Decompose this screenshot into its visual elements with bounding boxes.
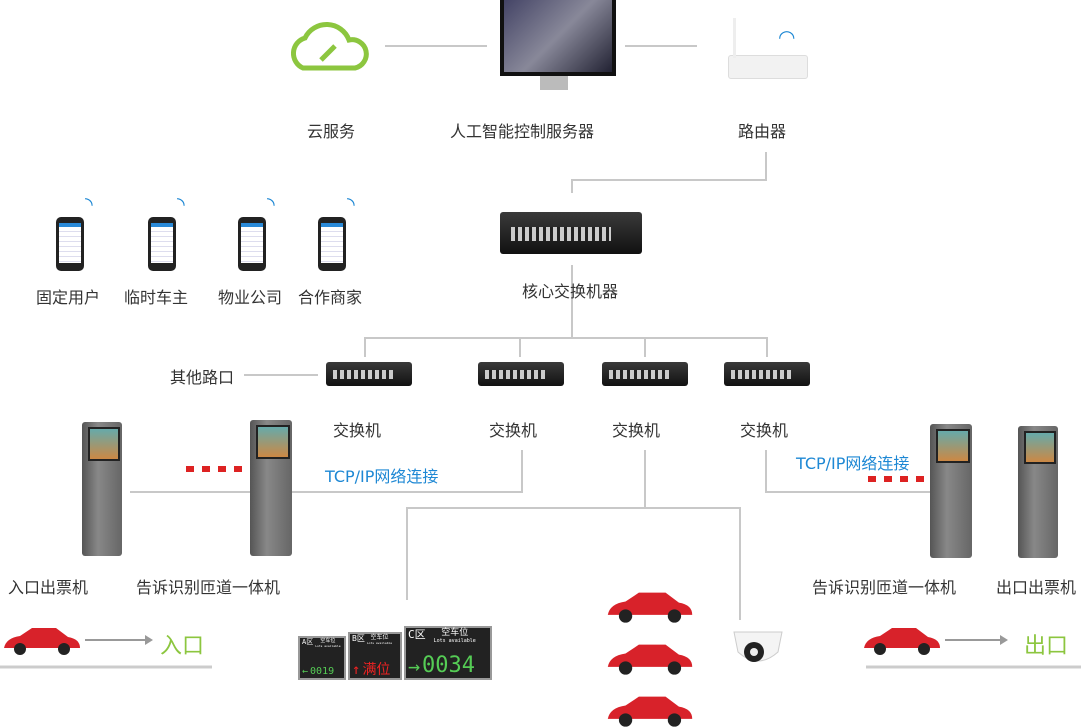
parking-sign-c: C区 空车位 Lots available → 0034 <box>404 626 492 680</box>
exit-label: 出口 <box>1024 634 1069 659</box>
phone-icon <box>56 217 84 271</box>
sign-sub: Lots available <box>366 640 393 645</box>
sign-value: 0019 <box>310 666 335 677</box>
barrier-arm <box>868 476 936 482</box>
sign-value: 0034 <box>422 653 476 678</box>
sign-value: 满位 <box>362 662 391 678</box>
switch-icon <box>724 362 810 386</box>
parking-sign-a: A区 空车位 Lots available ← 0019 <box>298 636 346 680</box>
gate-machine-left <box>250 420 292 556</box>
sign-sub: Lots available <box>433 637 476 644</box>
gate-left-label: 告诉识别匝道一体机 <box>136 578 281 597</box>
switch-label: 交换机 <box>612 421 661 440</box>
car-icon <box>4 628 80 655</box>
gate-machine-right <box>930 424 972 558</box>
switch-icon <box>478 362 564 386</box>
sign-zone: B区 <box>352 634 365 643</box>
gate-right-label: 告诉识别匝道一体机 <box>812 578 957 597</box>
wifi-icon: ◝ <box>347 192 355 216</box>
entry-label: 入口 <box>160 634 205 659</box>
arrow-up-icon: ↑ <box>352 662 361 678</box>
cloud-icon <box>291 22 369 71</box>
switch-icon <box>326 362 412 386</box>
parking-sign-b: B区 空车位 Lots available ↑ 满位 <box>348 632 402 680</box>
wifi-icon: ◝ <box>85 192 93 216</box>
monitor-stand <box>540 76 568 90</box>
switch-label: 交换机 <box>740 421 789 440</box>
switch-label: 交换机 <box>489 421 538 440</box>
arrow-left-icon: ← <box>302 666 309 677</box>
sign-zone: C区 <box>408 628 426 641</box>
phone-icon <box>238 217 266 271</box>
user-label: 合作商家 <box>298 288 363 307</box>
switch-label: 交换机 <box>333 421 382 440</box>
wifi-icon: ◝ <box>177 192 185 216</box>
sign-title: 空车位 <box>441 628 469 638</box>
cloud-label: 云服务 <box>307 122 356 141</box>
wifi-icon: ◠ <box>778 25 796 49</box>
barrier-arm <box>186 466 254 472</box>
car-icon <box>607 644 693 675</box>
sign-title: 空车位 <box>370 634 389 641</box>
user-label: 物业公司 <box>218 288 283 307</box>
router-label: 路由器 <box>738 122 787 141</box>
sign-sub: Lots available <box>315 643 341 648</box>
router-icon <box>728 55 808 79</box>
exit-ticket-label: 出口出票机 <box>996 578 1077 597</box>
core-switch-label: 核心交换机器 <box>522 282 619 301</box>
server-label: 人工智能控制服务器 <box>450 122 595 141</box>
user-label: 临时车主 <box>124 288 189 307</box>
server-monitor-icon <box>500 0 616 76</box>
arrow-right-icon: → <box>408 654 421 678</box>
phone-icon <box>148 217 176 271</box>
phone-icon <box>318 217 346 271</box>
other-junction-label: 其他路口 <box>170 368 235 387</box>
entry-ticket-label: 入口出票机 <box>8 578 89 597</box>
camera-icon <box>733 631 783 662</box>
entry-ticket-machine <box>82 422 122 556</box>
sign-title: 空车位 <box>320 638 336 644</box>
car-icon <box>607 592 693 623</box>
car-icon <box>864 628 940 655</box>
user-label: 固定用户 <box>36 288 101 307</box>
sign-zone: A区 <box>302 638 314 646</box>
switch-icon <box>602 362 688 386</box>
router-antenna <box>733 18 736 58</box>
tcp-label-right: TCP/IP网络连接 <box>796 454 910 473</box>
core-switch-icon <box>500 212 642 254</box>
tcp-label-left: TCP/IP网络连接 <box>325 467 439 486</box>
wifi-icon: ◝ <box>267 192 275 216</box>
car-icon <box>607 696 693 727</box>
exit-ticket-machine <box>1018 426 1058 558</box>
